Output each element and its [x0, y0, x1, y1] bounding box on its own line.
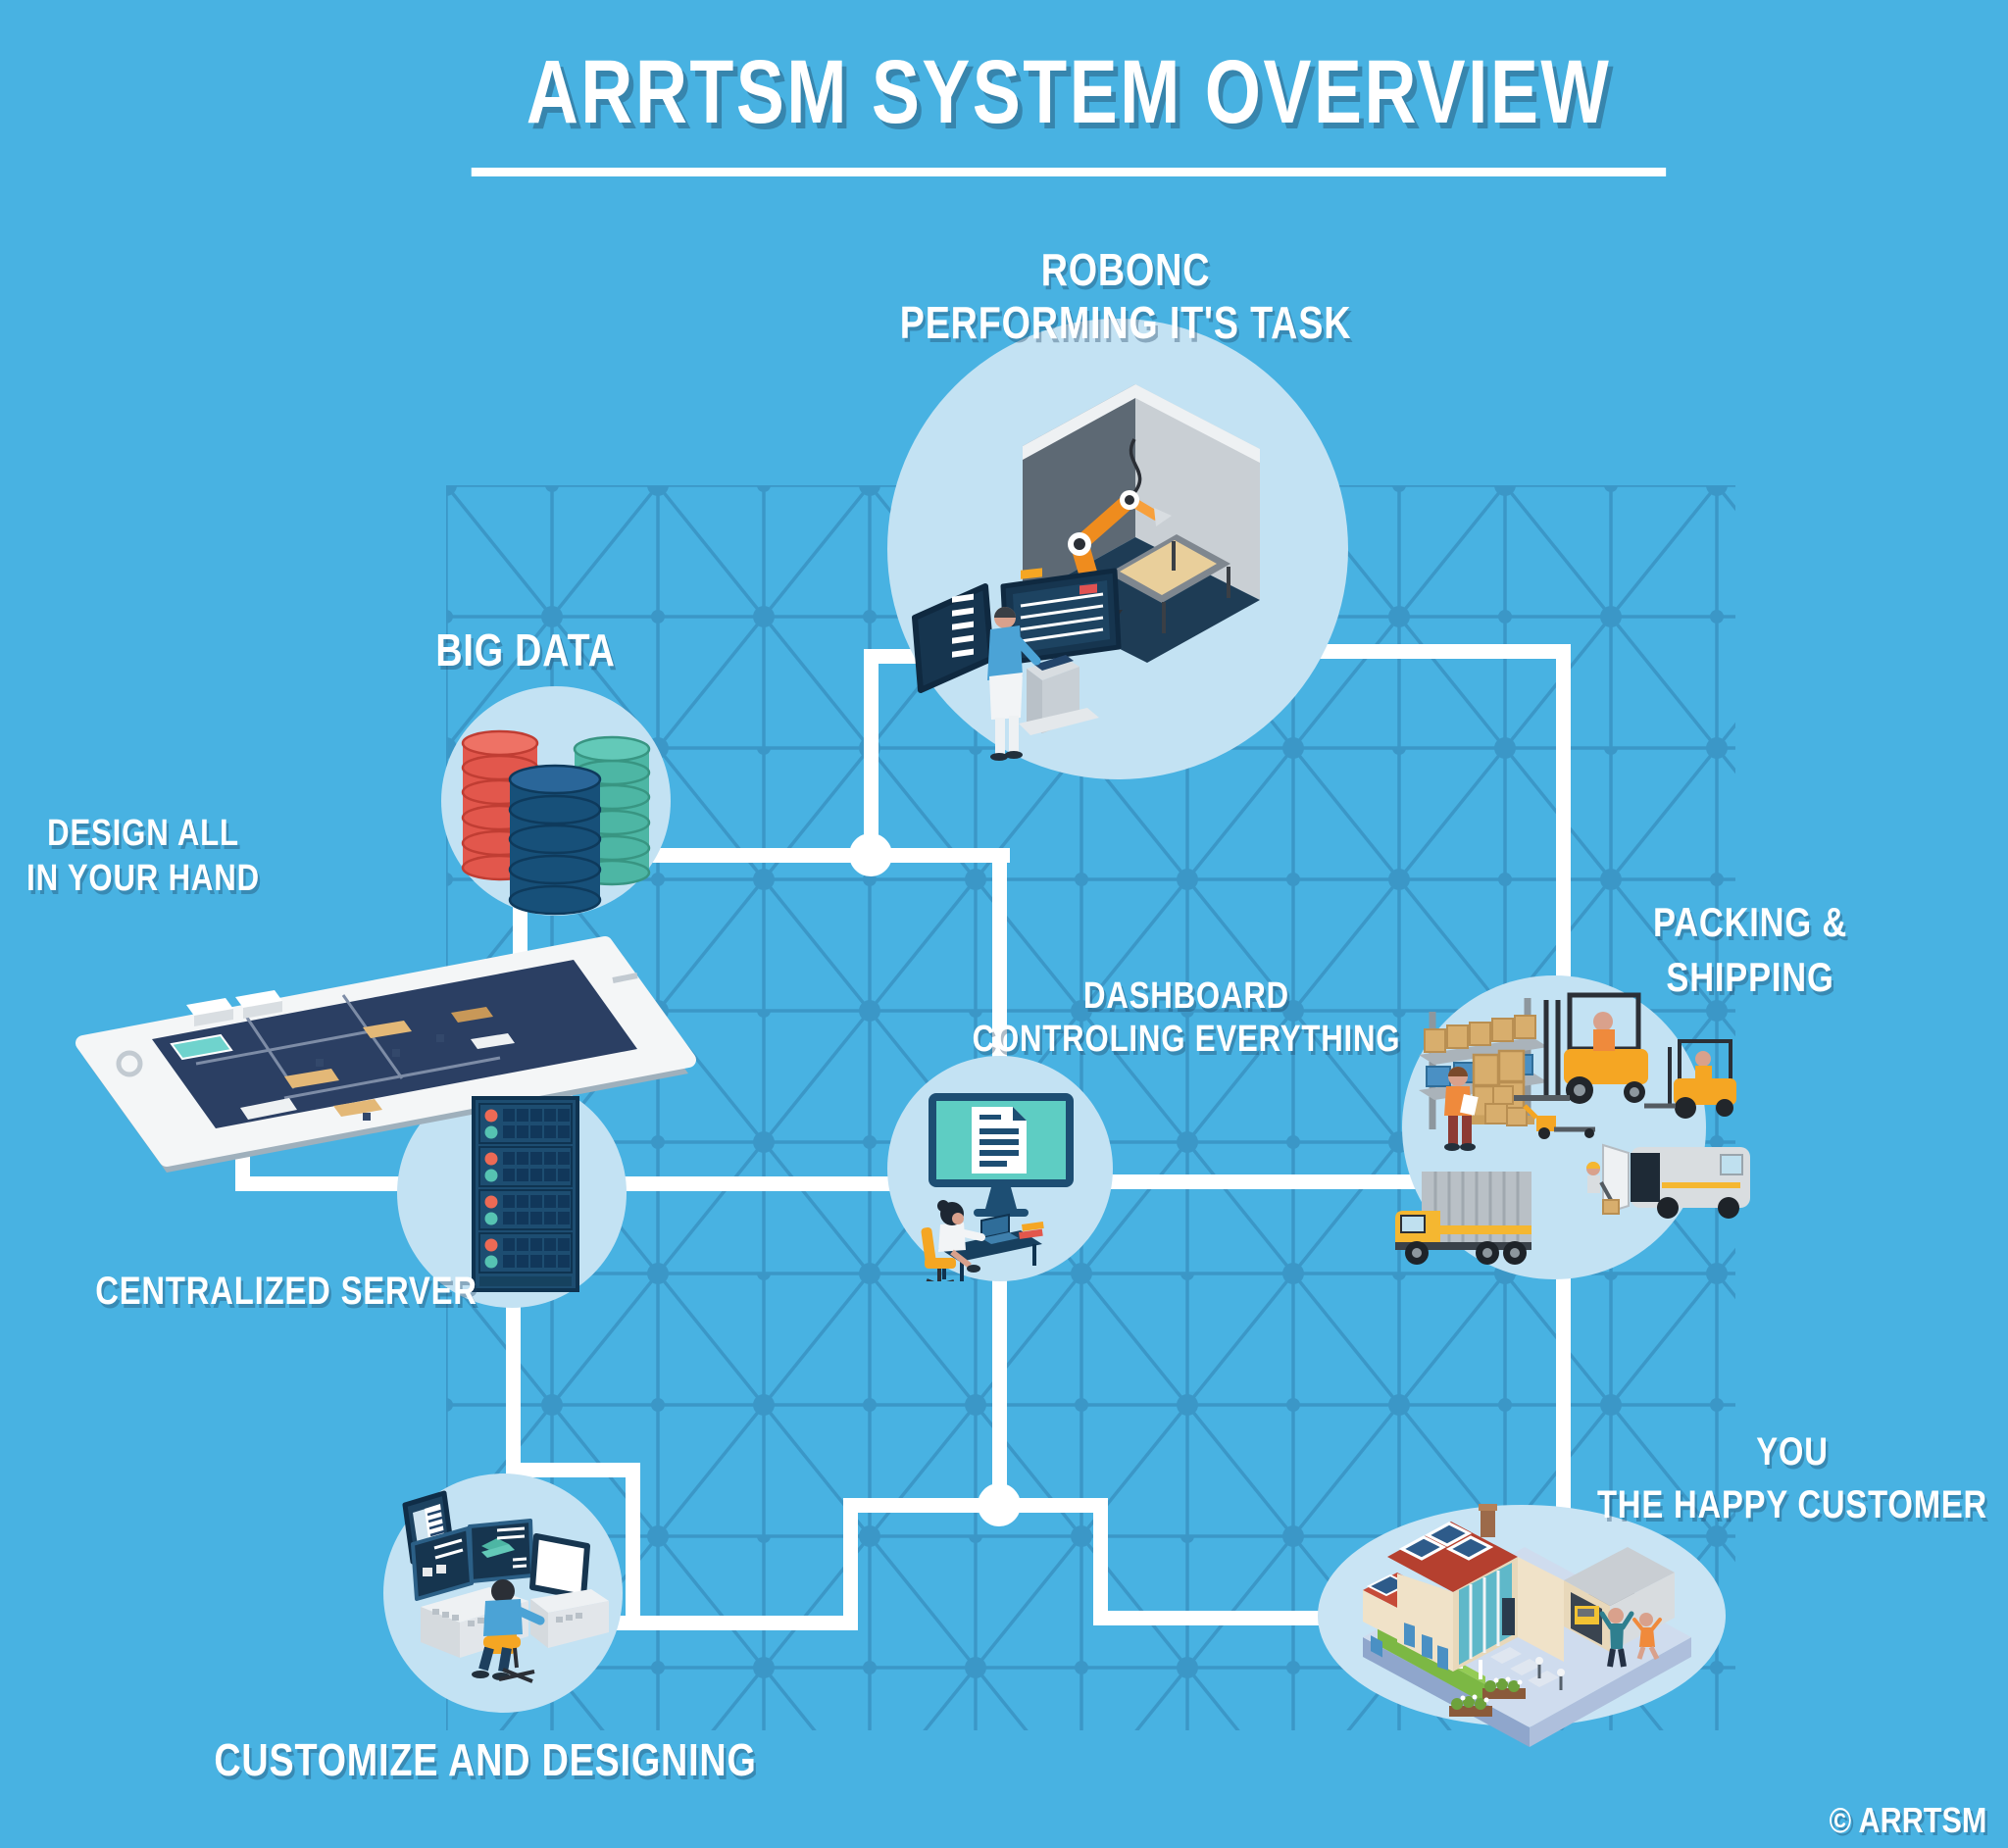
connector-right-branch-row [1093, 1611, 1338, 1625]
customer-label-line2: THE HAPPY CUSTOMER [1596, 1483, 1988, 1526]
connector-packing-customer [1556, 1274, 1571, 1515]
customize-label: CUSTOMIZE AND DESIGNING [214, 1734, 757, 1785]
smartphone-floorplan-icon [75, 936, 696, 1173]
connector-left-branch-down [843, 1498, 858, 1630]
robot-label-line1: ROBONC [1040, 244, 1211, 295]
junction-dot-upper [849, 833, 892, 876]
design-label-line2: IN YOUR HAND [26, 858, 260, 899]
connector-server-jog [506, 1463, 640, 1477]
connector-bigdata-node [642, 848, 1010, 863]
dashboard-label-line1: DASHBOARD [1083, 975, 1289, 1017]
robot-label-line2: PERFORMING IT'S TASK [899, 297, 1352, 348]
connector-robot-right [1255, 644, 1571, 659]
server-label: CENTRALIZED SERVER [95, 1270, 477, 1313]
connector-right-branch-down [1093, 1498, 1108, 1625]
house-icon [1363, 1504, 1691, 1747]
packing-label-line2: SHIPPING [1666, 954, 1834, 1000]
connector-robot-packing [1556, 644, 1571, 987]
dashboard-monitor-icon [921, 1093, 1074, 1281]
dashboard-label-line2: CONTROLING EVERYTHING [972, 1019, 1401, 1060]
connector-dashboard-node2 [992, 1270, 1007, 1512]
big-data-label: BIG DATA [435, 624, 616, 675]
robot-cell-icon [912, 384, 1260, 761]
page-title: ARRTSM SYSTEM OVERVIEW [471, 41, 1667, 176]
customer-label-line1: YOU [1756, 1430, 1829, 1473]
database-stacks-icon [461, 729, 651, 916]
copyright-watermark: © ARRTSM [1829, 1800, 1987, 1840]
server-rack-icon [472, 1096, 579, 1292]
packing-label-line1: PACKING & [1652, 899, 1848, 945]
connector-node-robot [864, 649, 878, 863]
junction-dot-lower [978, 1483, 1021, 1526]
design-workstation-icon [402, 1490, 609, 1683]
connector-dashboard-packing [1098, 1174, 1431, 1189]
connector-node-dashboard [992, 848, 1007, 1066]
connector-jog-down [626, 1463, 640, 1630]
warehouse-logistics-icon [1395, 992, 1750, 1265]
connector-server-down [506, 1289, 521, 1477]
design-label-line1: DESIGN ALL [47, 813, 239, 854]
connector-node2-row [843, 1498, 1108, 1513]
